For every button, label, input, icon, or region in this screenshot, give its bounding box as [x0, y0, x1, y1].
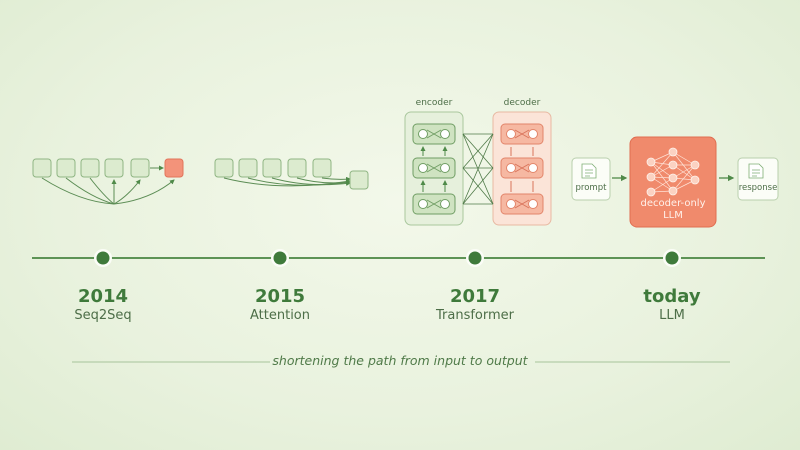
seq2seq-diagram: [32, 158, 184, 205]
decoder-block: [500, 157, 544, 179]
milestone-year: 2017: [449, 286, 501, 307]
cross-attention-links: [462, 133, 494, 205]
transformer-diagram: [404, 111, 552, 226]
attention-cell: [214, 158, 234, 178]
seq2seq-link: [65, 177, 115, 205]
seq2seq-cell: [56, 158, 76, 178]
attention-link: [296, 177, 351, 185]
document-icon: [748, 163, 764, 179]
milestone-label: Transformer: [435, 308, 514, 323]
milestone-year: 2014: [77, 286, 129, 307]
attention-cell: [238, 158, 258, 178]
llm-model-label-line2: LLM: [663, 210, 683, 221]
seq2seq-link: [41, 177, 115, 205]
encoder-block: [412, 157, 456, 179]
decoder-block: [500, 123, 544, 145]
seq2seq-cell: [104, 158, 124, 178]
attention-cell: [287, 158, 307, 178]
llm-diagram: [571, 136, 779, 228]
seq2seq-link: [113, 179, 175, 205]
prompt-document: [571, 157, 611, 201]
diagram-caption: shortening the path from input to output: [272, 353, 528, 368]
llm-model-label: decoder-only LLM: [630, 198, 716, 222]
attention-diagram: [214, 158, 369, 190]
attention-link: [247, 177, 351, 186]
attention-link: [271, 177, 351, 186]
decoder-block: [500, 193, 544, 215]
timeline-milestone-today: [663, 249, 681, 267]
timeline-milestone-2014: [94, 249, 112, 267]
attention-output-cell: [349, 170, 369, 190]
seq2seq-output-cell: [164, 158, 184, 178]
prompt-label: prompt: [575, 183, 607, 193]
milestone-year: today: [643, 286, 701, 307]
seq2seq-cell: [80, 158, 100, 178]
milestone-label: Seq2Seq: [74, 308, 132, 323]
llm-model-label-line1: decoder-only: [640, 198, 706, 209]
response-label: response: [738, 183, 778, 193]
encoder-block: [412, 123, 456, 145]
encoder-block: [412, 193, 456, 215]
document-icon: [581, 163, 597, 179]
attention-cell: [262, 158, 282, 178]
seq2seq-cell: [130, 158, 150, 178]
neural-network-icon: [650, 151, 696, 193]
attention-cell: [312, 158, 332, 178]
timeline-milestone-2015: [271, 249, 289, 267]
milestone-year: 2015: [254, 286, 306, 307]
milestone-label: LLM: [659, 308, 685, 323]
encoder-label: encoder: [415, 98, 453, 108]
milestone-label: Attention: [250, 308, 310, 323]
response-document: [737, 157, 779, 201]
seq2seq-cell: [32, 158, 52, 178]
timeline-milestone-2017: [466, 249, 484, 267]
seq2seq-link: [89, 177, 115, 205]
seq2seq-link: [113, 179, 141, 205]
attention-link: [321, 176, 351, 182]
decoder-label: decoder: [503, 98, 541, 108]
